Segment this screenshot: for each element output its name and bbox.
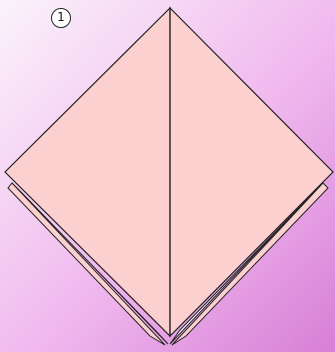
step-number-badge: 1: [51, 8, 71, 28]
